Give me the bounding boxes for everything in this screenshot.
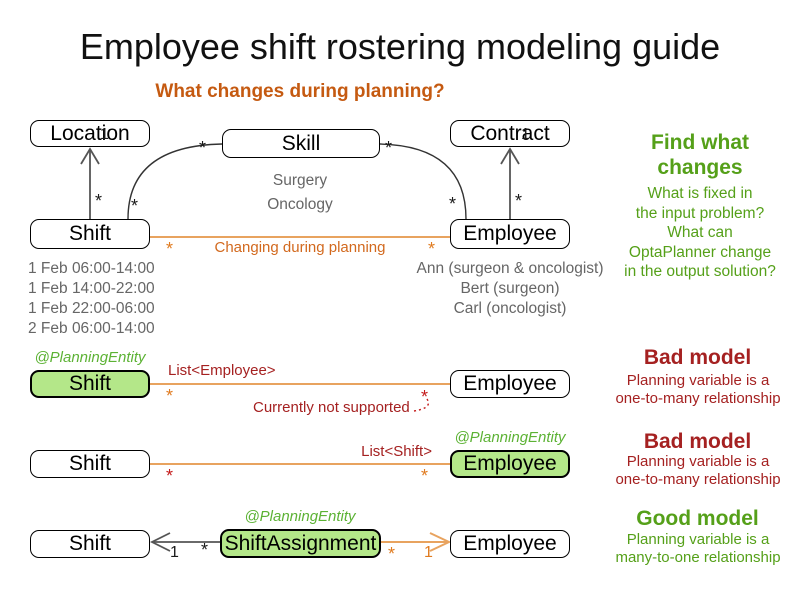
contract-mult-one: 1 [521,126,530,143]
entity-label: Shift [68,532,112,555]
employee-example: Carl (oncologist) [453,300,567,317]
model3-shift-arrow [149,532,220,552]
model1-description: Planning variable is a one-to-many relat… [598,372,798,407]
skill-curve-shift-star: * [131,196,139,216]
model1-not-supported-note: Currently not supported [253,399,410,416]
find-what-line: the input problem? [635,204,765,222]
entity-label: Shift [68,372,112,395]
find-what-heading-line: Find what [651,131,749,154]
entity-label: Employee [463,372,557,395]
model3-assignment-left-star: * [201,540,209,560]
changing-right-star: * [428,239,436,259]
entity-label: Shift [68,222,112,245]
model2-desc-line: one-to-many relationship [615,470,781,488]
find-what-text: What is fixed in the input problem? What… [598,184,800,282]
entity-box-skill: Skill [222,129,380,158]
skill-examples: Surgery Oncology [220,169,380,217]
model1-desc-line: Planning variable is a [626,372,770,389]
model3-planning-entity-annotation: @PlanningEntity [244,508,356,525]
skill-curve-employee-star: * [449,194,457,214]
model2-planning-entity-annotation: @PlanningEntity [454,429,566,446]
shift-time: 2 Feb 06:00-14:00 [28,320,155,337]
model3-verdict: Good model [636,507,759,530]
page-title: Employee shift rostering modeling guide [79,26,721,67]
subtitle: What changes during planning? [155,81,445,102]
model1-employee-box: Employee [450,370,570,398]
entity-label: ShiftAssignment [224,531,377,555]
model2-relation-label: List<Shift> [361,443,432,460]
model2-verdict: Bad model [643,430,752,453]
find-what-line: What can [667,224,733,241]
model2-left-star: * [166,466,174,486]
model2-description: Planning variable is a one-to-many relat… [598,453,798,488]
model1-verdict: Bad model [643,346,752,369]
model2-shift-box: Shift [30,450,150,478]
skill-example: Oncology [267,196,333,213]
skill-curve-right-star: * [385,138,393,158]
model2-right-star: * [421,466,429,486]
skill-example: Surgery [272,172,328,189]
entity-box-employee: Employee [450,219,570,249]
model3-shiftassignment-box: ShiftAssignment [220,529,381,558]
shift-skill-curve [127,143,223,220]
model1-right-star: * [421,387,429,407]
contract-mult-star: * [515,191,523,211]
shift-time: 1 Feb 14:00-22:00 [28,280,155,297]
model2-desc-line: Planning variable is a [626,453,770,470]
model1-desc-line: one-to-many relationship [615,389,781,407]
shift-times-list: 1 Feb 06:00-14:00 1 Feb 14:00-22:00 1 Fe… [28,259,155,339]
model3-description: Planning variable is a many-to-one relat… [598,531,798,567]
model1-left-star: * [166,386,174,406]
model3-desc-line: Planning variable is a [626,531,770,548]
entity-box-location: Location [30,120,150,147]
entity-label: Employee [463,452,557,475]
entity-box-shift: Shift [30,219,150,249]
model3-assignment-right-star: * [388,544,396,564]
model3-desc-line: many-to-one relationship [615,549,781,566]
changing-left-star: * [166,239,174,259]
entity-label: Employee [463,222,557,245]
model3-employee-mult-one: 1 [424,544,433,561]
location-mult-one: 1 [100,126,109,143]
find-what-heading-line: changes [657,156,743,179]
shift-time: 1 Feb 06:00-14:00 [28,260,155,277]
employee-example: Bert (surgeon) [460,280,560,297]
skill-curve-left-star: * [199,138,207,158]
employee-example: Ann (surgeon & oncologist) [416,260,604,277]
find-what-line: OptaPlanner change [628,243,772,261]
model3-shift-mult-one: 1 [170,544,179,561]
model1-planning-entity-annotation: @PlanningEntity [34,349,146,366]
entity-label: Shift [68,452,112,475]
model2-employee-box: Employee [450,450,570,478]
entity-label: Location [50,121,130,145]
employee-examples-list: Ann (surgeon & oncologist) Bert (surgeon… [390,259,630,319]
find-what-heading: Find what changes [600,130,800,180]
changing-during-planning-label: Changing during planning [214,239,386,256]
find-what-line: in the output solution? [624,263,776,280]
location-mult-star: * [95,191,103,211]
model1-shift-box: Shift [30,370,150,398]
find-what-line: What is fixed in [647,185,753,202]
entity-label: Skill [281,131,321,155]
model3-employee-box: Employee [450,530,570,558]
model3-shift-box: Shift [30,530,150,558]
shift-time: 1 Feb 22:00-06:00 [28,300,155,317]
entity-label: Employee [463,532,557,555]
entity-box-contract: Contract [450,120,570,147]
entity-label: Contract [470,121,550,145]
model1-relation-label: List<Employee> [168,362,276,379]
